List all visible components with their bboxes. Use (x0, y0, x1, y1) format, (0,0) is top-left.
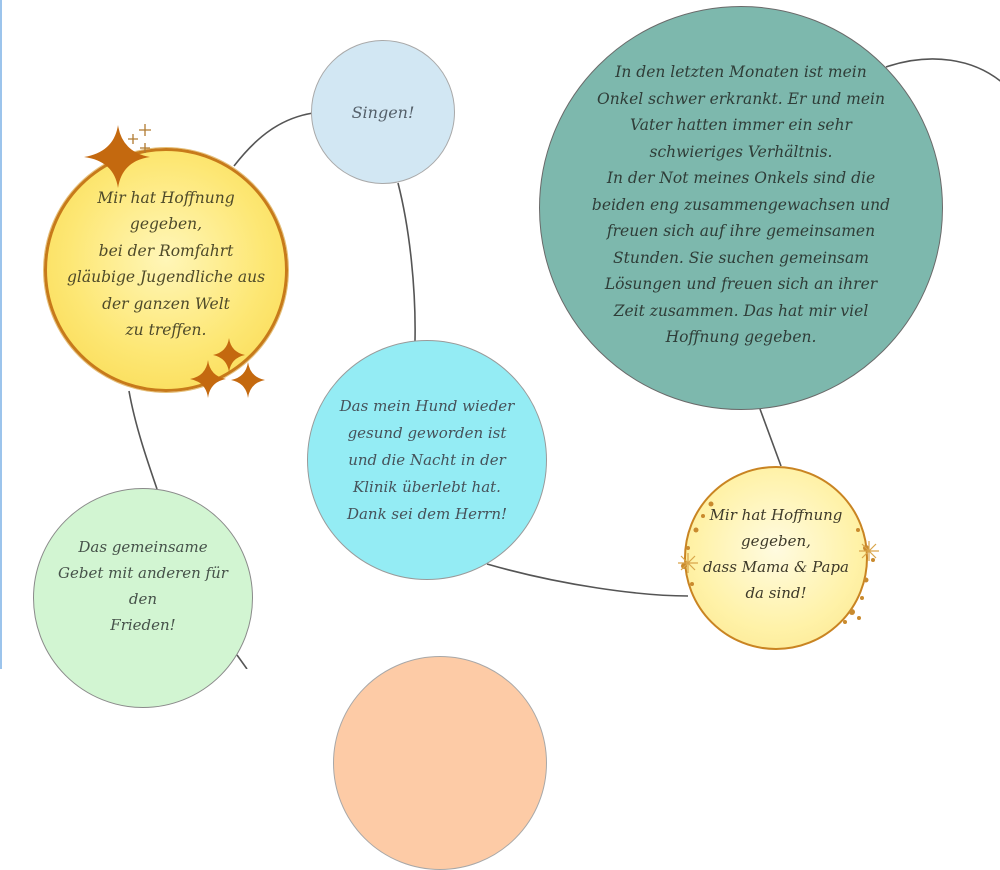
bubble-singen[interactable]: Singen! (311, 40, 455, 184)
bubble-frieden-text: Das gemeinsame Gebet mit anderen für den… (58, 538, 228, 634)
bubble-onkel[interactable]: In den letzten Monaten ist mein Onkel sc… (539, 6, 943, 410)
bubble-hund[interactable]: Das mein Hund wieder gesund geworden ist… (307, 340, 547, 580)
bubble-romfahrt[interactable]: Mir hat Hoffnung gegeben, bei der Romfah… (44, 148, 288, 392)
connector-onkel-offscreen (885, 58, 1000, 82)
connector-romfahrt-frieden (128, 390, 158, 490)
connector-singen-hund (397, 182, 416, 342)
bubble-onkel-text: In den letzten Monaten ist mein Onkel sc… (591, 63, 891, 347)
bubble-peach-partial[interactable] (333, 656, 547, 870)
bubble-mama-papa-text: Mir hat Hoffnung gegeben, dass Mama & Pa… (703, 506, 849, 602)
bubble-hund-text: Das mein Hund wieder gesund geworden ist… (339, 396, 515, 523)
connector-lines (128, 58, 1000, 669)
connector-onkel-mama (759, 408, 782, 467)
connector-romfahrt-singen (233, 112, 314, 167)
connector-hund-mama (486, 563, 689, 597)
bubble-romfahrt-text: Mir hat Hoffnung gegeben, bei der Romfah… (66, 188, 266, 340)
left-edge-rule (0, 0, 2, 669)
connector-frieden-offscreen (236, 654, 248, 669)
bubble-frieden[interactable]: Das gemeinsame Gebet mit anderen für den… (33, 488, 253, 708)
bubble-mama-papa[interactable]: Mir hat Hoffnung gegeben, dass Mama & Pa… (684, 466, 868, 650)
bubble-singen-text: Singen! (351, 102, 415, 122)
